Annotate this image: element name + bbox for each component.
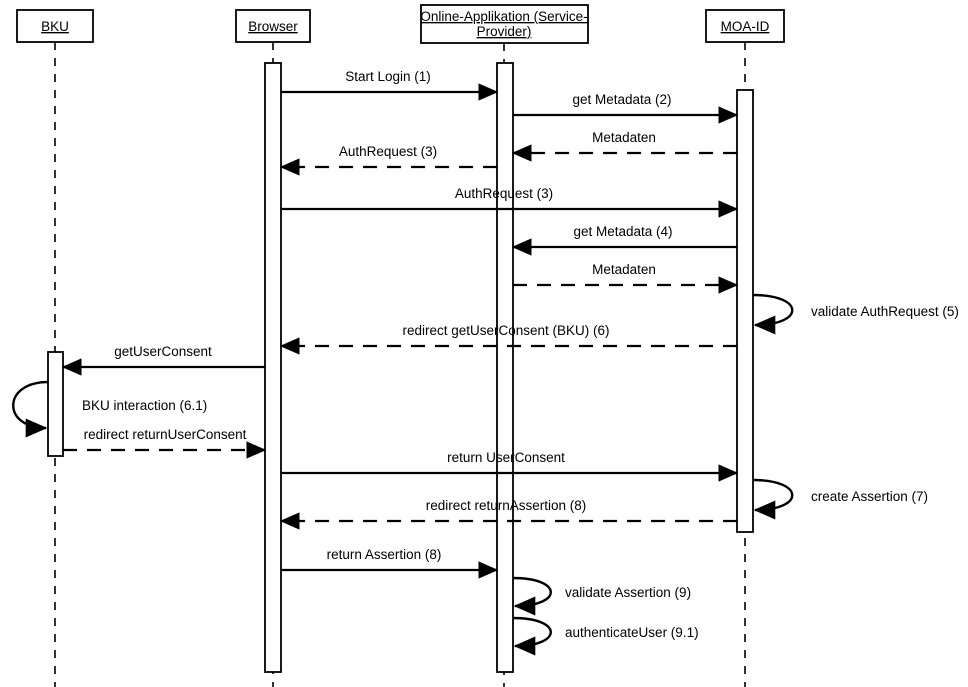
- message-self-17: validate Assertion (9): [512, 576, 691, 616]
- participant-oa[interactable]: Online-Applikation (Service-Provider): [420, 4, 589, 44]
- participant-browser[interactable]: Browser: [235, 9, 311, 43]
- message-layer: Start Login (1) get Metadata (2) Metadaten…: [12, 69, 959, 656]
- activation-bar-oa: [496, 62, 514, 673]
- participant-header-layer: BKU Browser Online-Applikation (Service-Pr…: [16, 4, 785, 44]
- message-label: Start Login (1): [345, 69, 431, 84]
- self-message-arrow: [512, 576, 552, 616]
- message-2: get Metadata (2): [513, 92, 739, 124]
- message-label: redirect returnAssertion (8): [426, 498, 587, 513]
- message-self-14: create Assertion (7): [752, 478, 928, 520]
- message-3: Metadaten: [511, 130, 737, 162]
- message-label: get Metadata (4): [573, 224, 672, 239]
- participant-box[interactable]: [420, 4, 589, 44]
- self-message-arrow: [752, 293, 794, 335]
- participant-bku[interactable]: BKU: [16, 9, 94, 43]
- participant-label: Online-Applikation (Service-Provider): [420, 9, 587, 39]
- participant-label: BKU: [41, 19, 69, 34]
- self-message-arrow: [512, 616, 552, 656]
- message-label: AuthRequest (3): [455, 186, 553, 201]
- message-label: Metadaten: [592, 130, 656, 145]
- message-label: getUserConsent: [114, 344, 212, 359]
- message-16: return Assertion (8): [281, 547, 499, 579]
- message-label: redirect getUserConsent (BKU) (6): [402, 323, 609, 338]
- message-15: redirect returnAssertion (8): [279, 498, 737, 530]
- message-5: AuthRequest (3): [281, 186, 739, 218]
- message-label: redirect returnUserConsent: [84, 427, 247, 442]
- message-label: Metadaten: [592, 262, 656, 277]
- message-label: get Metadata (2): [572, 92, 671, 107]
- participant-label-line2: Provider): [477, 24, 532, 39]
- self-message-arrow: [12, 380, 49, 438]
- participant-box[interactable]: [16, 9, 94, 43]
- message-label: authenticateUser (9.1): [565, 625, 699, 640]
- message-label: return UserConsent: [447, 450, 565, 465]
- message-self-18: authenticateUser (9.1): [512, 616, 699, 656]
- message-4: AuthRequest (3): [279, 144, 497, 176]
- participant-box[interactable]: [705, 9, 785, 43]
- activation-bar-bku: [47, 351, 64, 457]
- message-label: create Assertion (7): [811, 489, 928, 504]
- message-1: Start Login (1): [281, 69, 499, 101]
- message-self-8: validate AuthRequest (5): [752, 293, 959, 335]
- participant-label: MOA-ID: [721, 19, 770, 34]
- message-self-11: BKU interaction (6.1): [12, 380, 207, 438]
- message-7: Metadaten: [513, 262, 739, 294]
- participant-label-line1: Online-Applikation (Service-: [420, 9, 587, 24]
- activation-bar-browser: [264, 62, 282, 673]
- message-label: BKU interaction (6.1): [82, 398, 207, 413]
- activation-bar-moaid: [736, 89, 754, 533]
- message-10: getUserConsent: [61, 344, 265, 376]
- message-label: AuthRequest (3): [339, 144, 437, 159]
- message-6: get Metadata (4): [511, 224, 737, 256]
- message-13: return UserConsent: [281, 450, 739, 482]
- message-label: validate AuthRequest (5): [811, 304, 959, 319]
- participant-moaid[interactable]: MOA-ID: [705, 9, 785, 43]
- self-message-arrow: [752, 478, 794, 520]
- participant-label: Browser: [248, 19, 298, 34]
- activation-layer: [47, 62, 754, 673]
- participant-box[interactable]: [235, 9, 311, 43]
- message-label: validate Assertion (9): [565, 585, 691, 600]
- message-label: return Assertion (8): [327, 547, 442, 562]
- message-9: redirect getUserConsent (BKU) (6): [279, 323, 737, 355]
- message-12: redirect returnUserConsent: [63, 427, 267, 459]
